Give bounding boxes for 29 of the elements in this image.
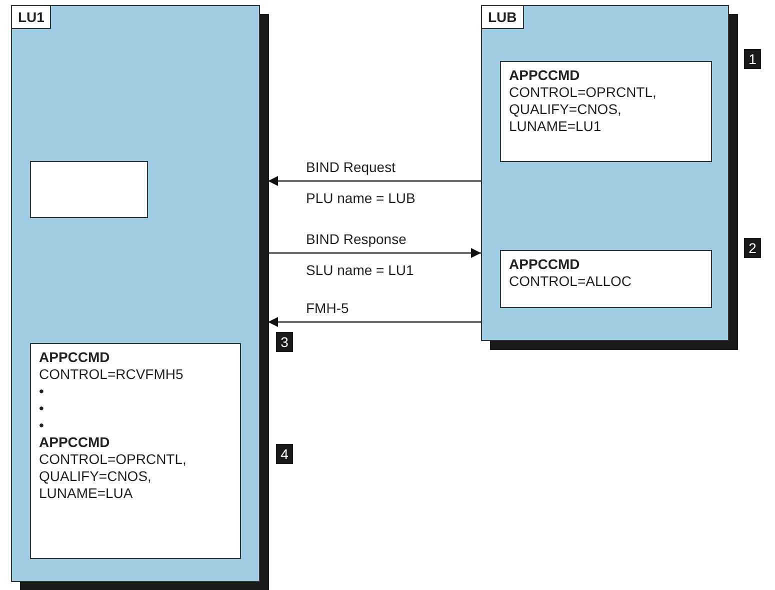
arrow (268, 317, 481, 327)
command-text: • (39, 400, 45, 417)
callout-number: 4 (276, 444, 293, 464)
callout-number: 1 (744, 49, 761, 69)
edge-label: BIND Response (305, 231, 408, 247)
command-text: CONTROL=OPRCNTL, QUALIFY=CNOS, LUNAME=LUA (39, 451, 188, 502)
command-text: • (39, 417, 45, 434)
command-text: CONTROL=ALLOC (509, 273, 633, 290)
macro-name: APPCCMD (509, 67, 581, 84)
command-box (500, 61, 712, 162)
panel-title: LU1 (11, 5, 52, 29)
macro-name: APPCCMD (39, 434, 111, 451)
arrow (268, 176, 481, 186)
command-text: • (39, 383, 45, 400)
macro-name: APPCCMD (509, 256, 581, 273)
panel-title: LUB (481, 5, 524, 29)
message-detail: SLU name = LU1 (305, 262, 415, 278)
edge-label: FMH-5 (305, 300, 350, 316)
callout-number: 2 (744, 238, 761, 258)
command-text: CONTROL=OPRCNTL, QUALIFY=CNOS, LUNAME=LU1 (509, 84, 658, 135)
macro-name: APPCCMD (39, 349, 111, 366)
edge-label: BIND Request (305, 159, 396, 175)
command-box (30, 343, 241, 559)
callout-number: 3 (276, 332, 293, 352)
command-text: CONTROL=RCVFMH5 (39, 366, 184, 383)
command-box (500, 250, 712, 308)
message-detail: PLU name = LUB (305, 190, 416, 206)
arrow (268, 248, 481, 258)
empty-box (30, 161, 148, 218)
